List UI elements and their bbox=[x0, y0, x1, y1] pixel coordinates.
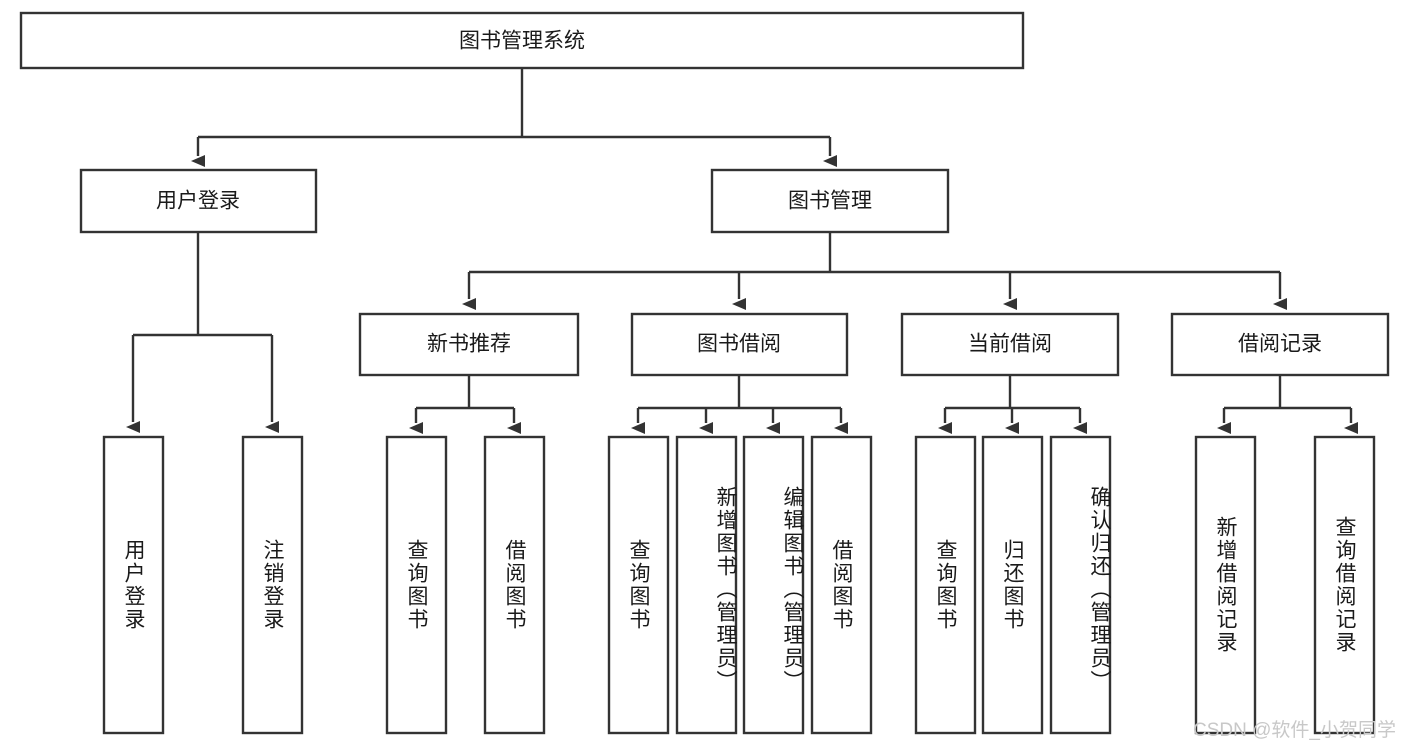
leaf-box-user-login-0[interactable] bbox=[102, 435, 165, 735]
node-book-management[interactable]: 图书管理 bbox=[710, 168, 950, 234]
leaf-box-borrow-0[interactable] bbox=[607, 435, 670, 735]
node-book-management-label: 图书管理 bbox=[788, 190, 872, 213]
csdn-watermark: CSDN @软件_小贺同学 bbox=[1193, 720, 1396, 741]
leaf-box-current-1[interactable] bbox=[981, 435, 1044, 735]
leaf-box-recommend-1[interactable] bbox=[483, 435, 546, 735]
connector-recommend-to-leaves bbox=[409, 375, 521, 434]
leaf-box-current-0[interactable] bbox=[914, 435, 977, 735]
node-borrow-record-label: 借阅记录 bbox=[1238, 333, 1322, 356]
node-book-borrow-label: 图书借阅 bbox=[697, 333, 781, 356]
leaf-box-record-0[interactable] bbox=[1194, 435, 1257, 735]
leaf-box-current-2[interactable] bbox=[1049, 435, 1112, 735]
leaf-box-borrow-2[interactable] bbox=[742, 435, 805, 735]
connector-borrow-to-leaves bbox=[631, 375, 848, 434]
node-current-borrow[interactable]: 当前借阅 bbox=[900, 312, 1120, 377]
node-book-borrow[interactable]: 图书借阅 bbox=[630, 312, 849, 377]
node-new-book-recommend[interactable]: 新书推荐 bbox=[358, 312, 580, 377]
leaf-box-borrow-1[interactable] bbox=[675, 435, 738, 735]
node-root-label: 图书管理系统 bbox=[459, 30, 585, 53]
leaf-box-record-1[interactable] bbox=[1313, 435, 1376, 735]
node-borrow-record[interactable]: 借阅记录 bbox=[1170, 312, 1390, 377]
node-current-borrow-label: 当前借阅 bbox=[968, 333, 1052, 356]
connector-record-to-leaves bbox=[1217, 375, 1358, 434]
node-root[interactable]: 图书管理系统 bbox=[19, 11, 1025, 70]
connector-bookmgmt-to-level3 bbox=[462, 232, 1287, 310]
node-user-login[interactable]: 用户登录 bbox=[79, 168, 318, 234]
connector-userlogin-to-leaves bbox=[126, 232, 279, 433]
leaf-box-recommend-0[interactable] bbox=[385, 435, 448, 735]
node-new-book-recommend-label: 新书推荐 bbox=[427, 333, 511, 356]
leaf-box-user-login-1[interactable] bbox=[241, 435, 304, 735]
node-user-login-label: 用户登录 bbox=[156, 190, 240, 213]
leaf-box-borrow-3[interactable] bbox=[810, 435, 873, 735]
connector-root-to-level2 bbox=[191, 68, 837, 167]
connector-current-to-leaves bbox=[938, 375, 1087, 434]
